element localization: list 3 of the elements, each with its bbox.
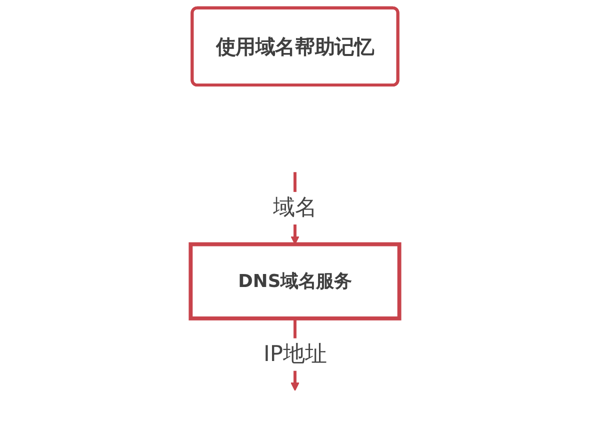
edge-label: 域名 [273, 196, 317, 221]
node-box: DNS域名服务 [188, 242, 402, 320]
edge-label: IP地址 [263, 342, 327, 367]
